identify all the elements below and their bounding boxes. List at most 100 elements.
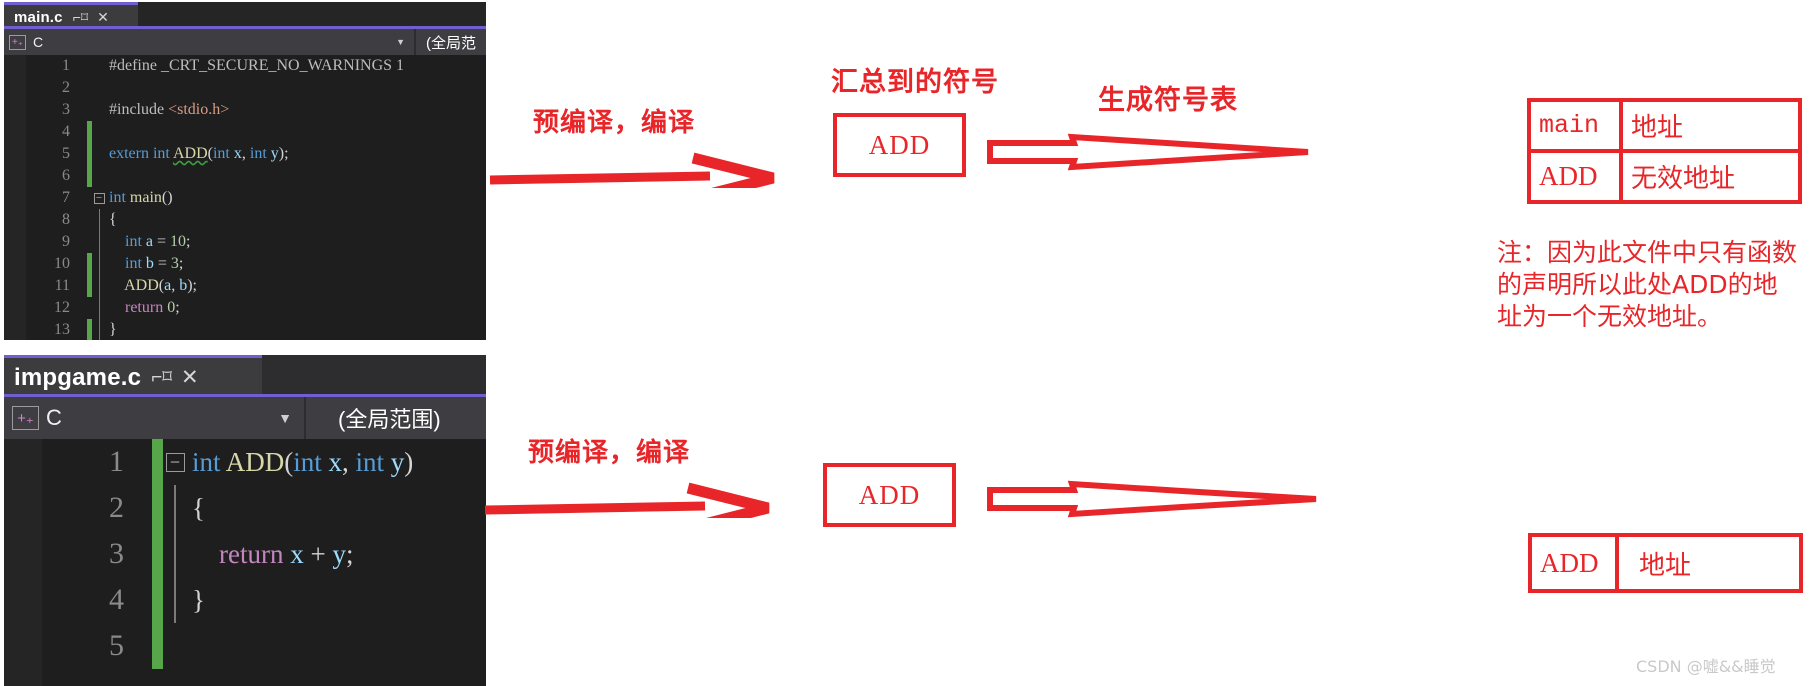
pin-icon[interactable]: ⌐⌑ (151, 367, 173, 388)
scope-combo[interactable]: (全局范 (414, 29, 486, 55)
code-line[interactable]: 7 − int main() (26, 187, 486, 209)
code-text: return 0; (109, 299, 180, 316)
change-bar (87, 143, 92, 165)
code-line[interactable]: 3 return x + y; (42, 531, 486, 577)
code-line[interactable]: 4 (26, 121, 486, 143)
navigation-bar-impgame-c: +₊ C ▼ (全局范围) (4, 397, 486, 439)
code-text: #include <stdio.h> (109, 101, 230, 118)
code-line[interactable]: 12 return 0; (26, 297, 486, 319)
compile-label-top: 预编译，编译 (533, 108, 696, 138)
symbol-address-cell: 地址 (1615, 537, 1799, 589)
code-text: int ADD(int x, int y) (192, 446, 414, 477)
fold-column (163, 531, 187, 577)
watermark: CSDN @嘘&&睡觉 (1636, 657, 1776, 676)
line-number: 8 (62, 211, 70, 228)
close-icon[interactable]: ✕ (97, 9, 109, 25)
collapse-icon[interactable]: − (93, 192, 105, 204)
code-lines-main-c[interactable]: 1 #define _CRT_SECURE_NO_WARNINGS 1 2 3 … (26, 55, 486, 340)
compile-arrow-top (489, 152, 775, 188)
code-text: int a = 10; (109, 233, 191, 250)
symbol-box-label: ADD (858, 479, 921, 510)
code-line[interactable]: 4 } (42, 577, 486, 623)
code-line[interactable]: 8 { (26, 209, 486, 231)
note-text: 注：因为此文件中只有函数的声明所以此处ADD的地址为一个无效地址。 (1497, 238, 1798, 331)
scope-label: (全局范围) (338, 407, 441, 432)
line-number: 1 (62, 57, 70, 74)
code-text: { (192, 492, 205, 523)
tab-title: main.c (14, 8, 63, 26)
change-bar (87, 121, 92, 143)
code-text: extern int ADD(int x, int y); (109, 145, 289, 162)
code-line[interactable]: 5 (42, 623, 486, 669)
cpp-file-icon: +₊ (12, 406, 39, 430)
symbol-box-bottom: ADD (823, 463, 956, 527)
code-line[interactable]: 1 − int ADD(int x, int y) (42, 439, 486, 485)
line-number: 5 (109, 629, 124, 662)
code-line[interactable]: 6 (26, 165, 486, 187)
editor-panel-main-c: main.c ⌐⌑ ✕ +₊ C ▼ (全局范 1 #define _CRT_S… (4, 2, 486, 340)
fold-column (92, 297, 106, 319)
code-line[interactable]: 2 (26, 77, 486, 99)
fold-column[interactable]: − (163, 439, 187, 485)
symbol-address-cell: 无效地址 (1619, 153, 1798, 200)
code-line[interactable]: 2 { (42, 485, 486, 531)
code-lines-impgame-c[interactable]: 1 − int ADD(int x, int y) 2 { 3 return x… (42, 439, 486, 686)
code-line[interactable]: 10 int b = 3; (26, 253, 486, 275)
code-line[interactable]: 11 ADD(a, b); (26, 275, 486, 297)
tabstrip-main-c: main.c ⌐⌑ ✕ (4, 2, 486, 29)
fold-column (92, 121, 106, 143)
change-bar (152, 531, 163, 577)
line-number: 12 (54, 299, 70, 316)
symbol-name-cell: ADD (1539, 161, 1598, 191)
line-number: 4 (109, 583, 124, 616)
code-text: } (192, 584, 205, 615)
line-number: 13 (54, 321, 70, 338)
table-row: ADD 无效地址 (1531, 149, 1798, 200)
code-area-main-c[interactable]: 1 #define _CRT_SECURE_NO_WARNINGS 1 2 3 … (4, 55, 486, 340)
symbols-collected-label: 汇总到的符号 (831, 67, 999, 98)
fold-column (92, 99, 106, 121)
fold-column (92, 319, 106, 340)
code-area-impgame-c[interactable]: 1 − int ADD(int x, int y) 2 { 3 return x… (4, 439, 486, 686)
change-bar (87, 165, 92, 187)
scope-label: (全局范 (426, 34, 476, 52)
tab-main-c[interactable]: main.c ⌐⌑ ✕ (4, 2, 138, 29)
line-number: 7 (62, 189, 70, 206)
fold-guide-line (174, 531, 176, 577)
symtab-arrow-bottom (987, 480, 1317, 518)
tab-impgame-c[interactable]: impgame.c ⌐⌑ ✕ (4, 355, 262, 397)
change-bar (152, 439, 163, 485)
chevron-down-icon[interactable]: ▼ (396, 36, 405, 47)
line-number: 2 (109, 491, 124, 524)
fold-guide-line (174, 485, 176, 531)
line-number: 10 (54, 255, 70, 272)
code-line[interactable]: 13 } (26, 319, 486, 340)
code-line[interactable]: 3 #include <stdio.h> (26, 99, 486, 121)
fold-column[interactable]: − (92, 187, 106, 209)
table-row: main 地址 (1531, 102, 1798, 149)
scope-combo[interactable]: (全局范围) (304, 397, 486, 439)
fold-guide-line (174, 577, 176, 623)
code-line[interactable]: 5 extern int ADD(int x, int y); (26, 143, 486, 165)
language-combo[interactable]: +₊ C ▼ (4, 29, 414, 55)
table-row: ADD 地址 (1532, 537, 1799, 589)
language-label: C (46, 405, 62, 430)
code-line[interactable]: 9 int a = 10; (26, 231, 486, 253)
fold-guide-line (98, 253, 100, 275)
fold-column (92, 143, 106, 165)
left-gutter (4, 439, 42, 686)
language-combo[interactable]: +₊ C ▼ (4, 397, 304, 439)
fold-guide-line (98, 231, 100, 253)
cpp-file-icon: +₊ (9, 34, 26, 50)
change-bar (87, 319, 92, 340)
chevron-down-icon[interactable]: ▼ (278, 410, 292, 426)
tab-accent-underline (4, 26, 486, 29)
close-icon[interactable]: ✕ (181, 366, 199, 389)
code-text: #define _CRT_SECURE_NO_WARNINGS 1 (109, 57, 405, 74)
fold-guide-line (98, 297, 100, 319)
language-label: C (33, 34, 44, 50)
pin-icon[interactable]: ⌐⌑ (72, 9, 89, 25)
code-line[interactable]: 1 #define _CRT_SECURE_NO_WARNINGS 1 (26, 55, 486, 77)
collapse-icon[interactable]: − (165, 452, 185, 472)
code-text: ADD(a, b); (109, 277, 197, 294)
